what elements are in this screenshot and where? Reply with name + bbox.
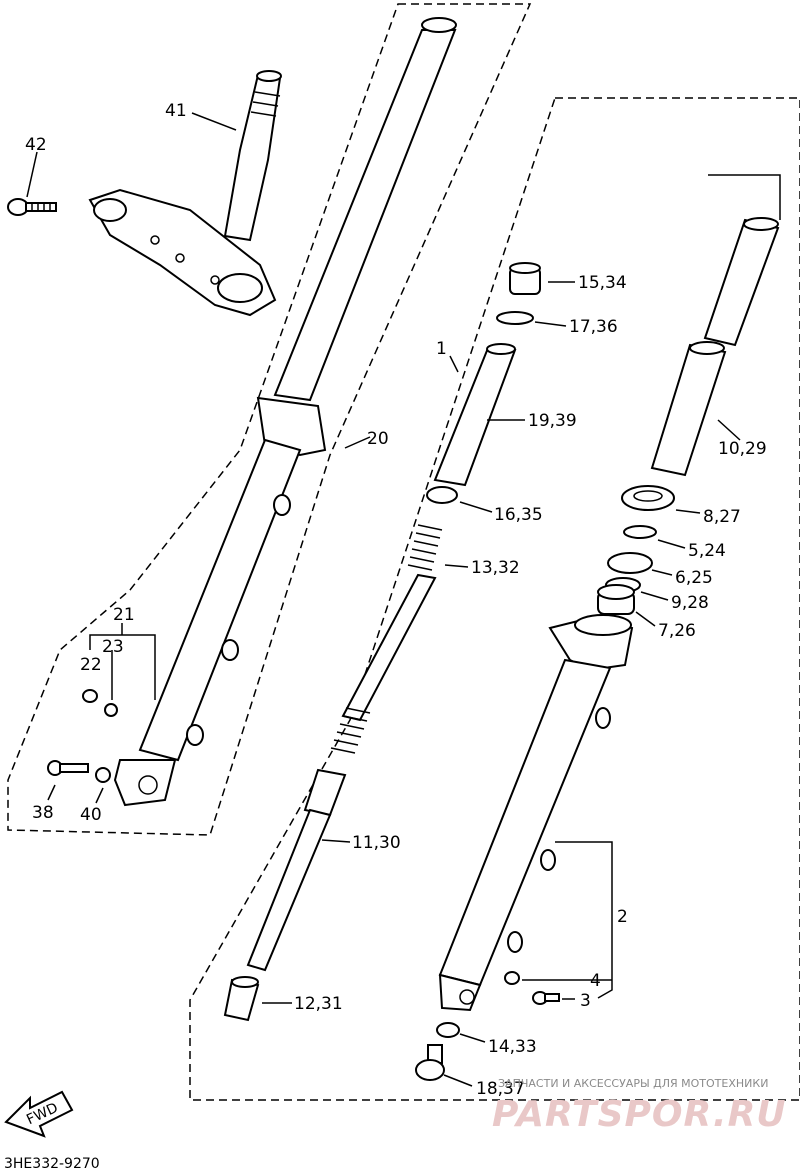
leader-11-30 [321,839,351,843]
callout-20: 20 [367,429,389,449]
callout-14-33: 14,33 [488,1037,537,1057]
callout-21: 21 [113,605,135,625]
leader-7-26 [635,611,656,627]
spacer-19-39 [433,343,517,487]
callout-41: 41 [165,101,187,121]
seat-16-35 [426,486,458,504]
bolt-38 [47,760,89,776]
callout-8-27: 8,27 [703,507,741,527]
leader-14-33 [459,1033,486,1043]
callout-16-35: 16,35 [494,505,543,525]
callout-15-34: 15,34 [578,273,627,293]
callout-6-25: 6,25 [675,568,713,588]
leader-40 [95,787,104,804]
watermark-tagline: ЗАПЧАСТИ И АКСЕССУАРЫ ДЛЯ МОТОТЕХНИКИ [498,1077,768,1090]
leader-bracket-2 [522,841,613,999]
callout-3: 3 [580,991,591,1011]
leader-1 [449,355,459,373]
callout-4: 4 [590,971,601,991]
inner-tube-10-29 [650,217,780,477]
leader-8-27 [675,509,701,514]
leader-41 [191,112,237,131]
callout-2: 2 [617,907,628,927]
steering-stem-bracket [88,70,282,317]
leader-bracket-21-23 [89,623,156,700]
oil-seal-8-27 [621,485,675,511]
callout-7-26: 7,26 [658,621,696,641]
callout-18-37: 18,37 [476,1079,525,1099]
callout-11-30: 11,30 [352,833,401,853]
leader-18-37 [443,1074,473,1087]
leader-5-24 [657,539,686,549]
leader-9-28 [640,591,669,601]
watermark-brand: PARTSPOR.RU [492,1094,787,1135]
leader-6-25 [651,569,673,576]
bolt-22 [82,689,98,703]
cap-bolt-15-34 [509,262,541,295]
outer-fork-tube-20 [113,17,457,807]
washer-23 [104,703,118,717]
callout-17-36: 17,36 [569,317,618,337]
damper-rod-11-30 [246,768,347,972]
clip-5-24 [623,525,657,539]
fwd-arrow-icon: FWD [4,1090,74,1138]
callout-22: 22 [80,655,102,675]
leader-17-36 [534,321,567,327]
leader-16-35 [459,501,493,513]
callout-10-29: 10,29 [718,439,767,459]
callout-5-24: 5,24 [688,541,726,561]
leader-bracket-10-29 [708,174,781,441]
leader-42 [26,151,38,198]
taper-spindle-12-31 [223,976,260,1022]
callout-13-32: 13,32 [471,558,520,578]
callout-42: 42 [25,135,47,155]
callout-40: 40 [80,805,102,825]
right-assembly-outline [189,97,800,1101]
leader-38 [47,784,56,801]
washer-4 [504,971,520,985]
diagram-code: 3HE332-9270 [4,1156,100,1171]
washer-40 [95,767,111,783]
oil-seal-6-25 [607,552,653,574]
left-assembly-outline [7,3,532,836]
leader-20 [344,436,371,449]
bolt-3 [532,991,560,1005]
outer-tube-2 [438,614,634,1012]
bolt-18-37 [415,1044,445,1081]
bolt-42 [7,198,57,216]
callout-9-28: 9,28 [671,593,709,613]
callout-23: 23 [102,637,124,657]
fork-spring-13-32 [330,524,443,754]
gasket-14-33 [436,1022,460,1038]
callout-38: 38 [32,803,54,823]
callout-12-31: 12,31 [294,994,343,1014]
callout-19-39: 19,39 [528,411,577,431]
bushing-7-26 [597,584,635,615]
o-ring-17-36 [496,311,534,325]
callout-1: 1 [436,339,447,359]
leader-13-32 [444,564,469,568]
